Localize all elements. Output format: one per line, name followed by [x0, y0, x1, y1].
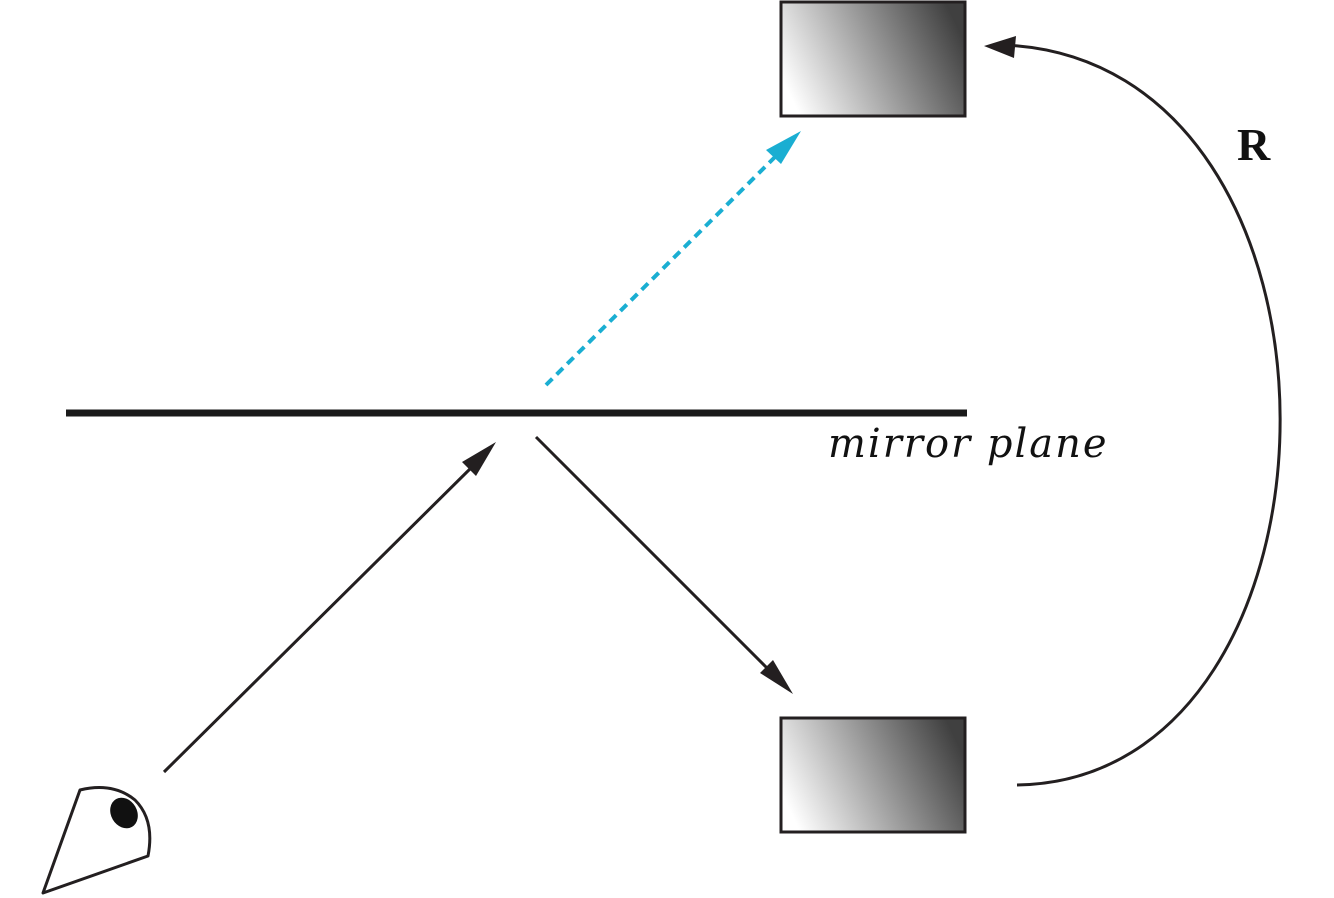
image-box-top [779, 0, 967, 118]
rotation-arc-arrow [984, 36, 1282, 787]
mirror-plane-label: mirror plane [828, 421, 1109, 467]
incident-ray-arrow [162, 442, 496, 774]
rotation-label: R [1237, 119, 1271, 170]
virtual-ray-arrow [544, 131, 801, 387]
reflected-ray-arrow [534, 435, 793, 694]
object-box-bottom [779, 716, 967, 834]
eye-icon [41, 786, 152, 895]
